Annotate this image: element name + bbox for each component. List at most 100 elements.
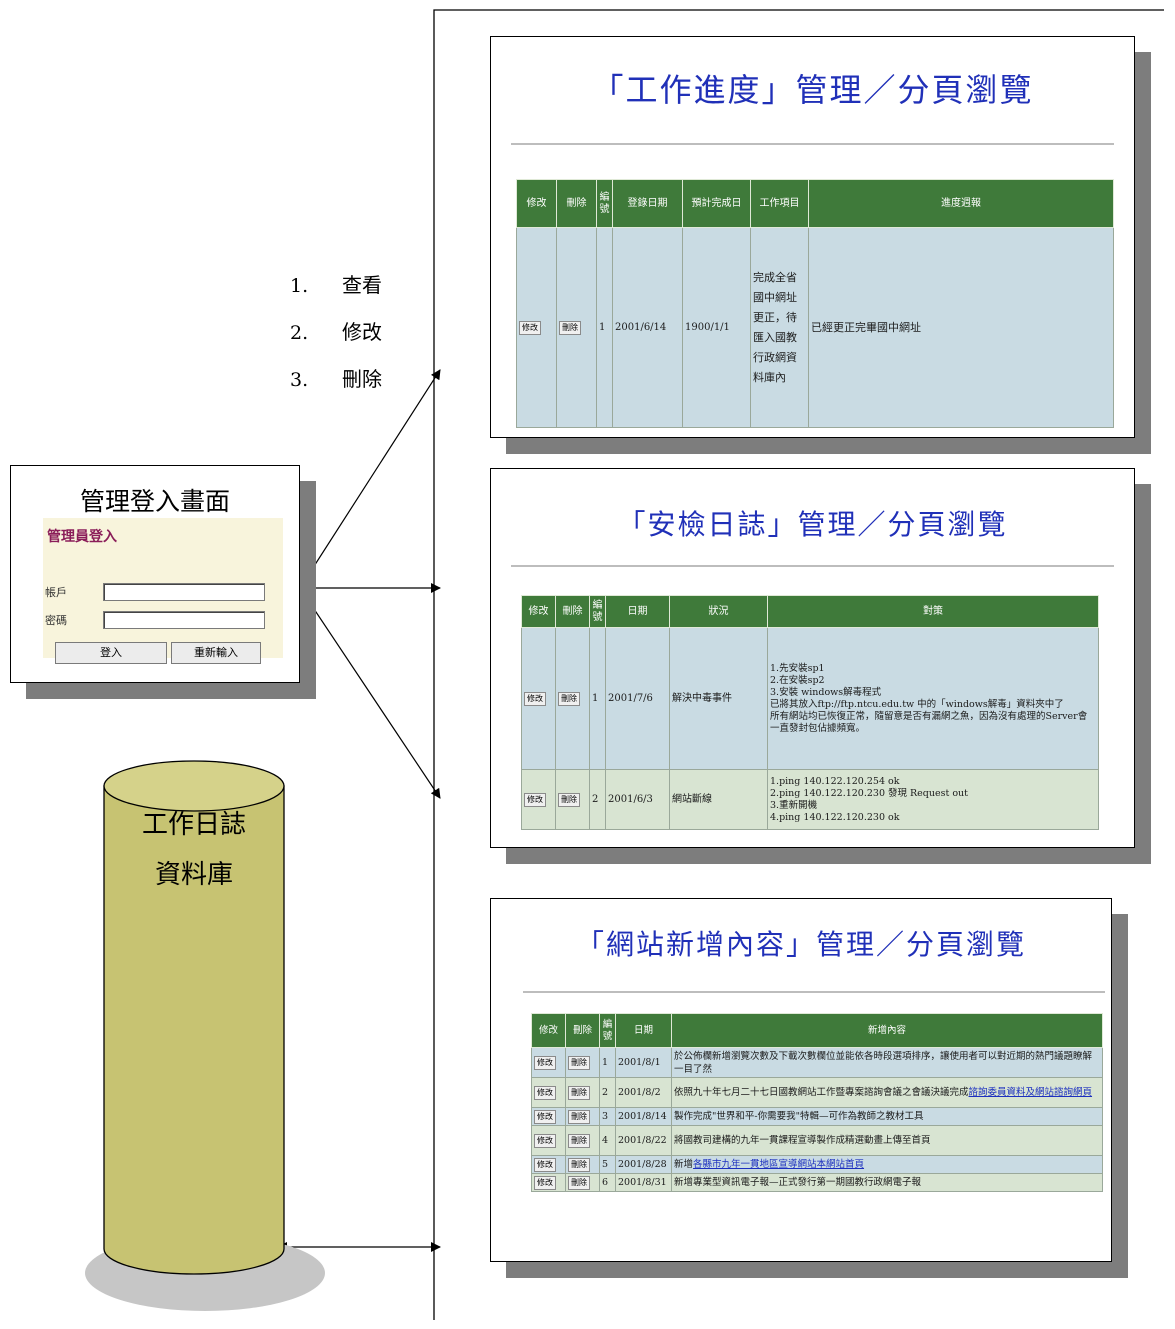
edit-button[interactable]: 修改 (524, 691, 546, 706)
column-header: 刪除 (555, 595, 590, 628)
login-form: 管理員登入 帳戶 密碼 登入 重新輸入 (43, 518, 283, 664)
column-header: 編號 (596, 179, 613, 228)
content-table: 修改 刪除 編號 日期 新增內容 修改 刪除 1 2001/8/1 於公佈欄新增… (531, 1013, 1103, 1192)
edit-button[interactable]: 修改 (534, 1055, 556, 1070)
divider (523, 991, 1105, 993)
row-date: 2001/8/22 (615, 1125, 672, 1156)
row-date: 2001/8/14 (615, 1107, 672, 1126)
row-content: 將國教司建構的九年一貫課程宣導製作成精選動畫上傳至首頁 (671, 1125, 1103, 1156)
row-date: 2001/6/14 (612, 227, 683, 428)
row-id: 2 (589, 769, 606, 830)
content-link[interactable]: 各縣市九年一貫地區宣導網站本網站首頁 (693, 1159, 865, 1170)
row-date: 2001/8/1 (615, 1047, 672, 1078)
row-id: 1 (589, 627, 606, 770)
password-input[interactable] (103, 611, 265, 629)
edit-button[interactable]: 修改 (534, 1133, 556, 1148)
table-row: 修改 刪除 4 2001/8/22 將國教司建構的九年一貫課程宣導製作成精選動畫… (531, 1125, 1103, 1156)
column-header: 對策 (767, 595, 1099, 628)
table-row: 修改 刪除 1 2001/8/1 於公佈欄新增瀏覽次數及下載次數欄位並能依各時段… (531, 1047, 1103, 1078)
table-row: 修改 刪除 2 2001/6/3 網站斷線 1.ping 140.122.120… (521, 769, 1099, 830)
account-input[interactable] (103, 583, 265, 601)
database-icon (85, 760, 325, 1311)
row-measure: 1.ping 140.122.120.254 ok 2.ping 140.122… (767, 769, 1099, 830)
delete-button[interactable]: 刪除 (558, 691, 580, 706)
progress-table: 修改 刪除 編號 登錄日期 預計完成日 工作項目 進度週報 修改 刪除 1 20… (516, 179, 1114, 428)
edit-button[interactable]: 修改 (519, 320, 541, 335)
table-row: 修改 刪除 3 2001/8/14 製作完成"世界和平-你需要我"特輯—可作為教… (531, 1107, 1103, 1126)
delete-button[interactable]: 刪除 (558, 792, 580, 807)
column-header: 編號 (589, 595, 606, 628)
action-item-edit: 2.修改 (290, 320, 382, 344)
progress-page-panel: 「工作進度」管理／分頁瀏覽 修改 刪除 編號 登錄日期 預計完成日 工作項目 進… (490, 36, 1135, 438)
row-id: 5 (599, 1155, 616, 1174)
edit-button[interactable]: 修改 (534, 1175, 556, 1190)
delete-button[interactable]: 刪除 (568, 1085, 590, 1100)
divider (511, 565, 1114, 567)
row-content: 新增專業型資訊電子報—正式發行第一期國教行政網電子報 (671, 1173, 1103, 1192)
action-item-delete: 3.刪除 (290, 367, 382, 391)
column-header: 登錄日期 (612, 179, 683, 228)
edit-button[interactable]: 修改 (534, 1109, 556, 1124)
column-header: 刪除 (556, 179, 597, 228)
row-id: 6 (599, 1173, 616, 1192)
column-header: 編號 (599, 1013, 616, 1048)
table-row: 修改 刪除 5 2001/8/28 新增各縣市九年一貫地區宣導網站本網站首頁 (531, 1155, 1103, 1174)
table-row: 修改 刪除 6 2001/8/31 新增專業型資訊電子報—正式發行第一期國教行政… (531, 1173, 1103, 1192)
login-caption: 管理登入畫面 (79, 487, 230, 516)
column-header: 修改 (516, 179, 557, 228)
column-header: 刪除 (565, 1013, 600, 1048)
delete-button[interactable]: 刪除 (568, 1157, 590, 1172)
column-header: 工作項目 (750, 179, 809, 228)
row-id: 4 (599, 1125, 616, 1156)
delete-button[interactable]: 刪除 (559, 320, 581, 335)
row-date: 2001/8/28 (615, 1155, 672, 1174)
row-date: 2001/8/31 (615, 1173, 672, 1192)
row-content: 製作完成"世界和平-你需要我"特輯—可作為教師之教材工具 (671, 1107, 1103, 1126)
row-measure: 1.先安裝sp1 2.在安裝sp2 3.安裝 windows解毒程式 已將其放入… (767, 627, 1099, 770)
column-header: 修改 (531, 1013, 566, 1048)
content-page-panel: 「網站新增內容」管理／分頁瀏覽 修改 刪除 編號 日期 新增內容 修改 刪除 1… (490, 898, 1112, 1262)
content-link[interactable]: 諮詢委員資料及網站諮詢網頁 (968, 1087, 1093, 1098)
row-report: 已經更正完畢國中網址 (808, 227, 1114, 428)
database-label: 工作日誌 資料庫 (141, 810, 246, 890)
divider (511, 143, 1114, 145)
login-button[interactable]: 登入 (55, 642, 167, 664)
account-label: 帳戶 (45, 586, 67, 599)
edit-button[interactable]: 修改 (534, 1157, 556, 1172)
table-row: 修改 刪除 1 2001/6/14 1900/1/1 完成全省國中網址更正，待匯… (516, 227, 1114, 428)
arrow-to-progress-page (299, 369, 441, 589)
bracket-line (433, 9, 1164, 1320)
login-screen-panel: 管理登入畫面 管理員登入 帳戶 密碼 登入 重新輸入 (10, 465, 300, 683)
row-due-date: 1900/1/1 (682, 227, 751, 428)
security-table: 修改 刪除 編號 日期 狀況 對策 修改 刪除 1 2001/7/6 解決中毒事… (521, 595, 1099, 830)
table-row: 修改 刪除 2 2001/8/2 依照九十年七月二十七日國教網站工作暨專案諮詢會… (531, 1077, 1103, 1108)
row-date: 2001/6/3 (605, 769, 670, 830)
column-header: 預計完成日 (682, 179, 751, 228)
row-status: 網站斷線 (669, 769, 768, 830)
row-work-item: 完成全省國中網址更正，待匯入國教行政網資料庫內 (750, 227, 809, 428)
security-page-panel: 「安檢日誌」管理／分頁瀏覽 修改 刪除 編號 日期 狀況 對策 修改 刪除 1 … (490, 468, 1135, 848)
delete-button[interactable]: 刪除 (568, 1133, 590, 1148)
delete-button[interactable]: 刪除 (568, 1055, 590, 1070)
row-content: 於公佈欄新增瀏覽次數及下載次數欄位並能依各時段選項排序，讓使用者可以對近期的熱門… (671, 1047, 1103, 1078)
password-label: 密碼 (45, 614, 67, 627)
column-header: 日期 (605, 595, 670, 628)
delete-button[interactable]: 刪除 (568, 1109, 590, 1124)
progress-page-title: 「工作進度」管理／分頁瀏覽 (591, 71, 1034, 109)
edit-button[interactable]: 修改 (524, 792, 546, 807)
column-header: 新增內容 (671, 1013, 1103, 1048)
delete-button[interactable]: 刪除 (568, 1175, 590, 1190)
edit-button[interactable]: 修改 (534, 1085, 556, 1100)
action-list: 1.查看 2.修改 3.刪除 (290, 264, 382, 405)
column-header: 狀況 (669, 595, 768, 628)
login-form-title: 管理員登入 (47, 529, 117, 545)
arrow-to-bracket-lower (299, 587, 441, 799)
table-row: 修改 刪除 1 2001/7/6 解決中毒事件 1.先安裝sp1 2.在安裝sp… (521, 627, 1099, 770)
column-header: 進度週報 (808, 179, 1114, 228)
row-id: 1 (599, 1047, 616, 1078)
content-page-title: 「網站新增內容」管理／分頁瀏覽 (575, 928, 1026, 961)
column-header: 日期 (615, 1013, 672, 1048)
reset-button[interactable]: 重新輸入 (171, 642, 261, 664)
row-id: 2 (599, 1077, 616, 1108)
